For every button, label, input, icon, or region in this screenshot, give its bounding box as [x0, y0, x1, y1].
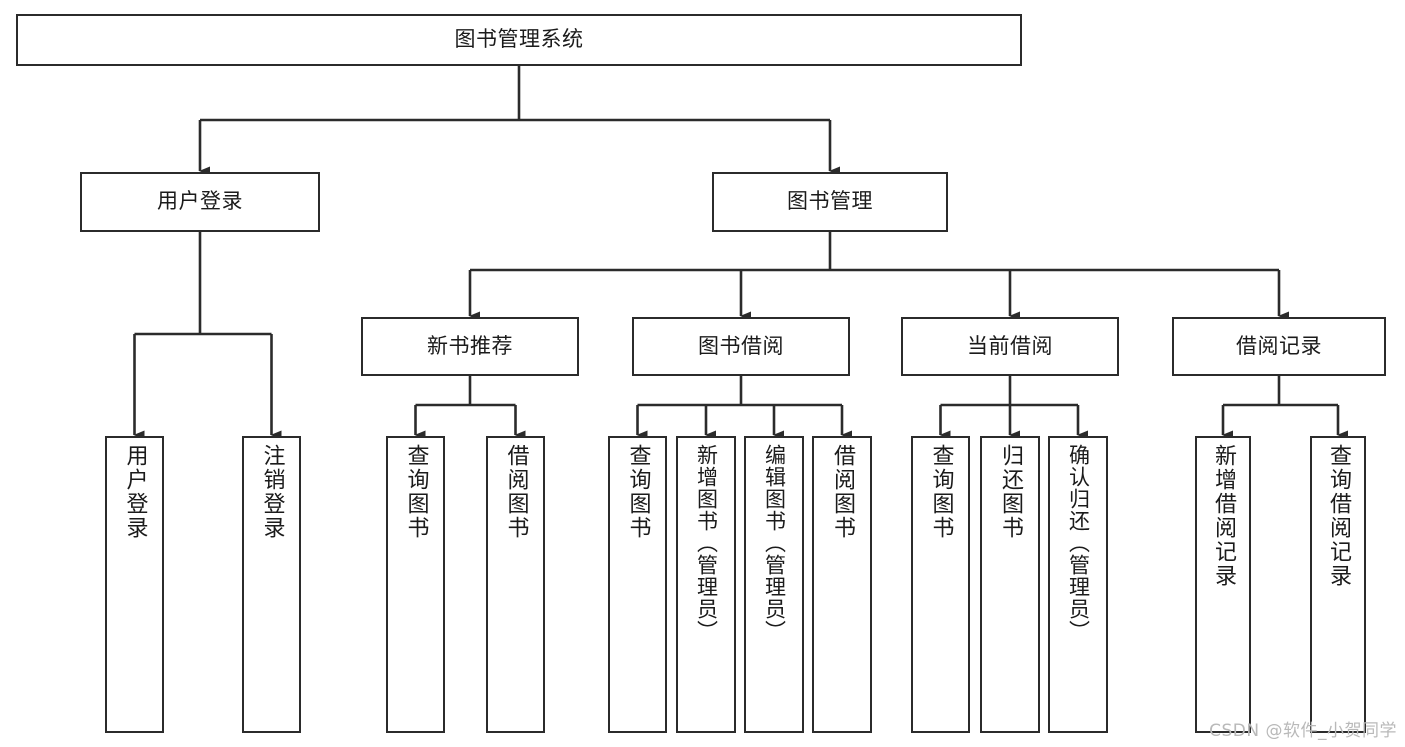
- node-bookmgmt[interactable]: 图书管理: [712, 172, 948, 232]
- node-label-current: 当前借阅: [967, 333, 1053, 358]
- csdn-watermark: CSDN @软件_小贺同学: [1209, 721, 1397, 741]
- node-label-l-logout: 注销登录: [259, 444, 285, 540]
- node-l-add[interactable]: 新增图书（管理员）: [676, 436, 736, 733]
- node-label-l-addrec: 新增借阅记录: [1211, 444, 1236, 588]
- node-label-l-confirm: 确认归还（管理员）: [1066, 444, 1091, 642]
- node-label-login: 用户登录: [157, 189, 243, 214]
- node-label-l-login: 用户登录: [122, 444, 148, 540]
- node-label-l-queryrec: 查询借阅记录: [1326, 444, 1351, 588]
- node-label-bookmgmt: 图书管理: [787, 189, 873, 214]
- node-label-l-query2: 查询图书: [625, 444, 651, 540]
- node-l-queryrec[interactable]: 查询借阅记录: [1310, 436, 1366, 733]
- node-l-logout[interactable]: 注销登录: [242, 436, 301, 733]
- node-l-edit[interactable]: 编辑图书（管理员）: [744, 436, 804, 733]
- node-l-borrow2[interactable]: 借阅图书: [812, 436, 872, 733]
- node-label-records: 借阅记录: [1236, 333, 1322, 358]
- node-label-l-query3: 查询图书: [928, 444, 954, 540]
- node-label-newbook: 新书推荐: [427, 333, 513, 358]
- node-label-l-add: 新增图书（管理员）: [694, 444, 719, 642]
- node-root[interactable]: 图书管理系统: [16, 14, 1022, 66]
- node-borrow[interactable]: 图书借阅: [632, 317, 850, 376]
- node-l-addrec[interactable]: 新增借阅记录: [1195, 436, 1251, 733]
- node-label-l-borrow2: 借阅图书: [830, 444, 855, 540]
- node-l-query1[interactable]: 查询图书: [386, 436, 445, 733]
- node-l-borrow1[interactable]: 借阅图书: [486, 436, 545, 733]
- node-label-root: 图书管理系统: [454, 27, 584, 52]
- node-label-l-edit: 编辑图书（管理员）: [762, 444, 787, 642]
- node-label-l-return: 归还图书: [998, 444, 1023, 540]
- node-l-return[interactable]: 归还图书: [980, 436, 1040, 733]
- node-label-borrow: 图书借阅: [698, 333, 784, 358]
- node-l-query2[interactable]: 查询图书: [608, 436, 667, 733]
- node-login[interactable]: 用户登录: [80, 172, 320, 232]
- node-label-l-borrow1: 借阅图书: [503, 444, 529, 540]
- node-l-query3[interactable]: 查询图书: [911, 436, 970, 733]
- node-label-l-query1: 查询图书: [403, 444, 429, 540]
- node-newbook[interactable]: 新书推荐: [361, 317, 579, 376]
- node-current[interactable]: 当前借阅: [901, 317, 1119, 376]
- node-l-login[interactable]: 用户登录: [105, 436, 164, 733]
- node-records[interactable]: 借阅记录: [1172, 317, 1386, 376]
- node-l-confirm[interactable]: 确认归还（管理员）: [1048, 436, 1108, 733]
